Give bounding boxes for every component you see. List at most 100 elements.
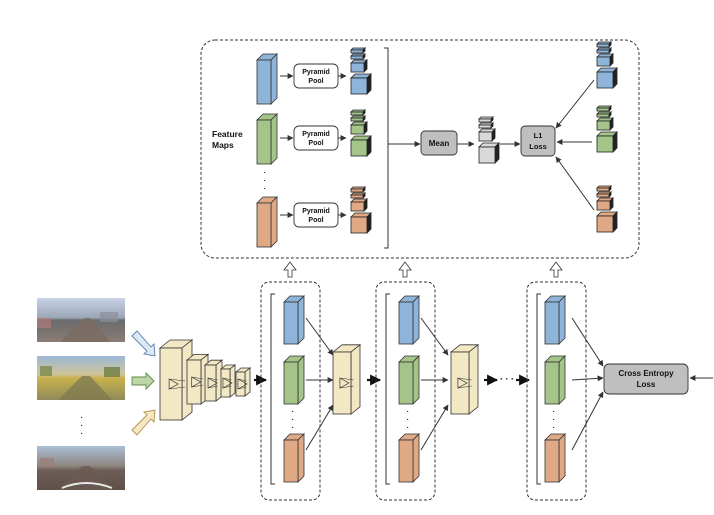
group-box-1 — [260, 281, 321, 501]
conv-layer-4 — [219, 364, 237, 398]
pyramid-stack-blue-level-2 — [350, 53, 366, 60]
input-ellipsis-2: · — [80, 420, 83, 431]
group-box-2 — [375, 281, 436, 501]
group-feature-maps: ········· — [283, 295, 566, 483]
pyramid-stack-target-blue-level-3 — [596, 53, 614, 67]
pyramid-pool-box-1: Pyramid Pool — [293, 63, 339, 89]
group-2-ellipsis-b: · — [406, 414, 409, 425]
top-vertical-ellipsis: · — [263, 167, 266, 178]
pyramid-stack-blue — [350, 47, 372, 95]
svg-text:Loss: Loss — [529, 142, 547, 151]
pyramid-stack-orange-level-2 — [350, 192, 366, 199]
encoder-layers — [158, 339, 480, 421]
group-3-slab-orange — [544, 433, 566, 483]
up-arrow-2 — [398, 261, 412, 278]
pyramid-stack-green-level-2 — [350, 115, 366, 122]
pyramid-stack-target-green-level-4 — [596, 131, 618, 153]
pyramid-pool-box-2: Pyramid Pool — [293, 125, 339, 151]
feature-maps-label-2: Maps — [212, 140, 234, 150]
pyramid-stack-target-orange-level-1 — [596, 185, 612, 192]
input-arrow-green — [131, 371, 155, 391]
svg-text:Pyramid: Pyramid — [302, 69, 330, 76]
group-box-3 — [526, 281, 587, 501]
l1-loss-box: L1 Loss — [520, 125, 556, 157]
collect-bracket — [384, 47, 389, 249]
pyramid-pool-box-3: Pyramid Pool — [293, 202, 339, 228]
pyramid-stack-green-level-4 — [350, 135, 372, 157]
feature-map-green-top — [256, 113, 278, 165]
svg-text:L1: L1 — [534, 131, 543, 140]
group-3-ellipsis-c: · — [552, 422, 555, 433]
pyramid-stack-orange-level-3 — [350, 198, 368, 212]
top-panel-border — [200, 39, 640, 259]
group-2-slab-green — [398, 355, 420, 405]
pyramid-stack-blue-level-4 — [350, 73, 372, 95]
svg-text:Pyramid: Pyramid — [302, 131, 330, 138]
pyramid-stack-orange — [350, 186, 372, 234]
pyramid-stack-mean-level-4 — [478, 142, 500, 164]
group-3-ellipsis-b: · — [552, 414, 555, 425]
pyramid-stack-target-blue-level-2 — [596, 47, 612, 54]
input-arrow-blue — [131, 330, 156, 357]
pyramid-stack-target-green-level-1 — [596, 105, 612, 112]
svg-text:Loss: Loss — [637, 380, 656, 389]
input-ellipsis-1: · — [80, 412, 83, 423]
pyramid-stack-target-orange-level-4 — [596, 211, 618, 233]
group-1-ellipsis-a: · — [291, 406, 294, 417]
pyramid-stack-target-orange-level-2 — [596, 191, 612, 198]
conv-layer-5 — [234, 367, 252, 397]
pyramid-stack-target-orange — [596, 185, 618, 233]
top-vertical-ellipsis-3: · — [263, 183, 266, 194]
pyramid-stack-orange-level-1 — [350, 186, 366, 193]
main-horizontal-ellipsis: · · · — [500, 374, 514, 384]
up-arrow-1 — [283, 261, 297, 278]
pyramid-stack-target-blue — [596, 41, 618, 89]
input-frame-1 — [37, 298, 125, 342]
pyramid-stack-target-green-level-2 — [596, 111, 612, 118]
top-vertical-ellipsis-2: · — [263, 175, 266, 186]
group-2-ellipsis-a: · — [406, 406, 409, 417]
up-arrow-3 — [549, 261, 563, 278]
pyramid-stack-target-green-level-3 — [596, 117, 614, 131]
cross-entropy-loss-box: Cross Entropy Loss — [603, 363, 689, 395]
feature-map-orange-top — [256, 196, 278, 248]
group-2-ellipsis-c: · — [406, 422, 409, 433]
conv-layer-6 — [331, 343, 362, 415]
pyramid-stack-target-orange-level-3 — [596, 197, 614, 211]
group-3-slab-blue — [544, 295, 566, 345]
pyramid-stack-green-level-3 — [350, 121, 368, 135]
input-arrow-orange — [131, 409, 156, 436]
pyramid-stack-mean-level-1 — [478, 116, 494, 123]
svg-text:Pyramid: Pyramid — [302, 208, 330, 215]
feature-map-blue-top — [256, 53, 278, 105]
pyramid-stack-target-green — [596, 105, 618, 153]
pyramid-stack-blue-level-3 — [350, 59, 368, 73]
group-1-ellipsis-c: · — [291, 422, 294, 433]
feature-maps-label-1: Feature — [212, 129, 243, 139]
pyramid-stack-green — [350, 109, 372, 157]
pyramid-stacks — [350, 41, 618, 234]
pyramid-stack-target-blue-level-1 — [596, 41, 612, 48]
input-frame-2 — [37, 356, 125, 400]
group-1-slab-green — [283, 355, 305, 405]
svg-text:Pool: Pool — [308, 217, 323, 224]
svg-text:Cross Entropy: Cross Entropy — [618, 369, 674, 378]
pyramid-stack-blue-level-1 — [350, 47, 366, 54]
pyramid-stack-mean — [478, 116, 500, 164]
group-1-slab-orange — [283, 433, 305, 483]
pyramid-stack-mean-level-2 — [478, 122, 494, 129]
group-3-slab-green — [544, 355, 566, 405]
input-ellipsis-3: · — [80, 428, 83, 439]
group-3-ellipsis-a: · — [552, 406, 555, 417]
svg-text:Pool: Pool — [308, 78, 323, 85]
input-frame-3 — [37, 446, 125, 490]
svg-text:Mean: Mean — [429, 139, 450, 148]
mean-box: Mean — [420, 130, 458, 156]
group-2-slab-orange — [398, 433, 420, 483]
pyramid-stack-green-level-1 — [350, 109, 366, 116]
conv-layer-3 — [203, 359, 224, 402]
pyramid-stack-mean-level-3 — [478, 128, 496, 142]
svg-text:Pool: Pool — [308, 140, 323, 147]
pyramid-stack-target-blue-level-4 — [596, 67, 618, 89]
